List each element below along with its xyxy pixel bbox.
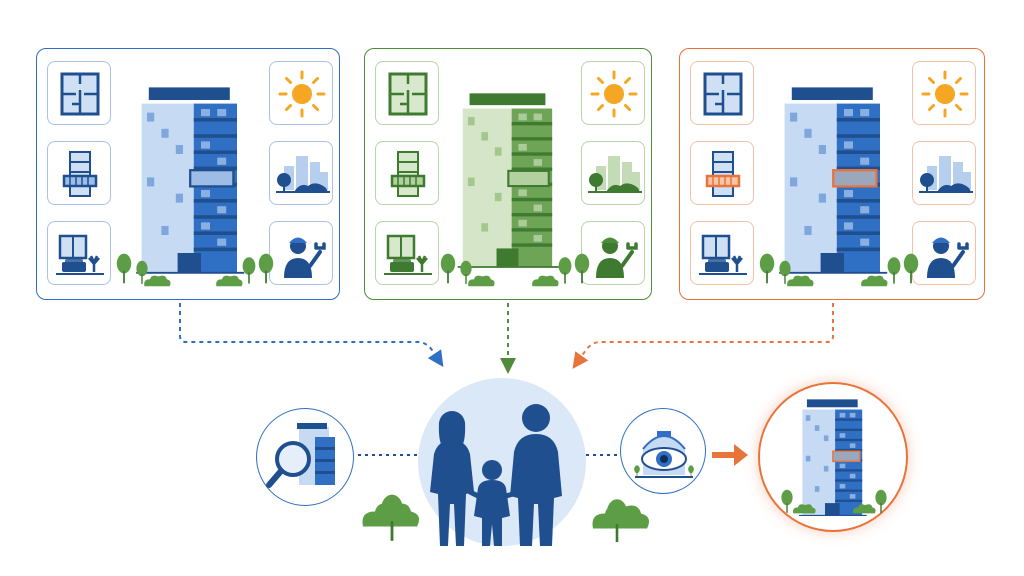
floor-plan-card (690, 61, 754, 125)
cityscape-icon (270, 142, 334, 206)
sunlight-card (269, 61, 333, 125)
balcony-icon (376, 142, 440, 206)
floor-plan-icon (691, 62, 755, 126)
maintenance-worker-icon (270, 222, 334, 286)
balcony-icon (48, 142, 112, 206)
connector-blue (179, 303, 444, 367)
floor-plan-card (47, 61, 111, 125)
tree-icon (216, 253, 274, 287)
eye-building-circle (620, 408, 706, 494)
living-room-icon (691, 222, 755, 286)
maintenance-card (912, 221, 976, 285)
variant-panel-blue (36, 48, 340, 300)
view-card (912, 141, 976, 205)
arrow-right-icon (712, 444, 748, 466)
sun-icon (913, 62, 977, 126)
floor-plan-card (375, 61, 439, 125)
living-room-card (375, 221, 439, 285)
cityscape-icon (913, 142, 977, 206)
connector-orange (572, 303, 834, 369)
balcony-card (690, 141, 754, 205)
eye-building-icon (634, 431, 694, 478)
tree-icon (759, 253, 814, 287)
balcony-card (375, 141, 439, 205)
sunlight-card (912, 61, 976, 125)
tree-icon (116, 253, 171, 287)
living-room-card (47, 221, 111, 285)
maintenance-card (581, 221, 645, 285)
magnifier-building-icon (266, 423, 335, 488)
cityscape-icon (582, 142, 646, 206)
balcony-icon (691, 142, 755, 206)
variant-panel-green (364, 48, 652, 300)
living-room-icon (48, 222, 112, 286)
view-card (581, 141, 645, 205)
sun-icon (270, 62, 334, 126)
floor-plan-icon (376, 62, 440, 126)
floor-plan-icon (48, 62, 112, 126)
tree-icon (440, 253, 495, 287)
living-room-card (690, 221, 754, 285)
inspection-circle (256, 408, 354, 506)
view-card (269, 141, 333, 205)
maintenance-worker-icon (582, 222, 646, 286)
tree-icon (532, 253, 590, 287)
tree-icon (781, 489, 887, 514)
variant-panel-orange (679, 48, 985, 300)
maintenance-worker-icon (913, 222, 977, 286)
balcony-card (47, 141, 111, 205)
tree-icon (861, 253, 919, 287)
sun-icon (582, 62, 646, 126)
living-room-icon (376, 222, 440, 286)
maintenance-card (269, 221, 333, 285)
result-circle (758, 382, 908, 532)
sunlight-card (581, 61, 645, 125)
family-icon (362, 404, 649, 546)
